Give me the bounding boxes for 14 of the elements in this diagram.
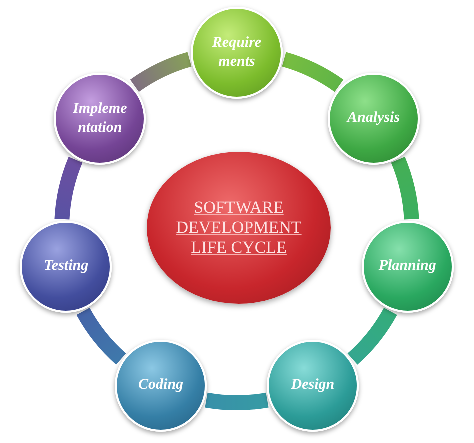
- stage-label: Coding: [138, 376, 185, 396]
- ring-connector: [54, 157, 83, 220]
- stage-label: Impleme ntation: [72, 100, 128, 138]
- stage-label: Require ments: [211, 34, 263, 72]
- stage-label: Design: [290, 376, 336, 396]
- ring-connector: [391, 157, 420, 220]
- ring-connector: [282, 52, 344, 92]
- stage-label: Analysis: [346, 109, 402, 128]
- title-text: SOFTWARE DEVELOPMENT LIFE CYCLE: [175, 198, 303, 258]
- ring-connector: [206, 392, 268, 410]
- ring-connector: [348, 308, 398, 365]
- stage-label: Planning: [378, 257, 438, 276]
- stage-label: Testing: [43, 257, 90, 276]
- ring-connector: [76, 308, 126, 365]
